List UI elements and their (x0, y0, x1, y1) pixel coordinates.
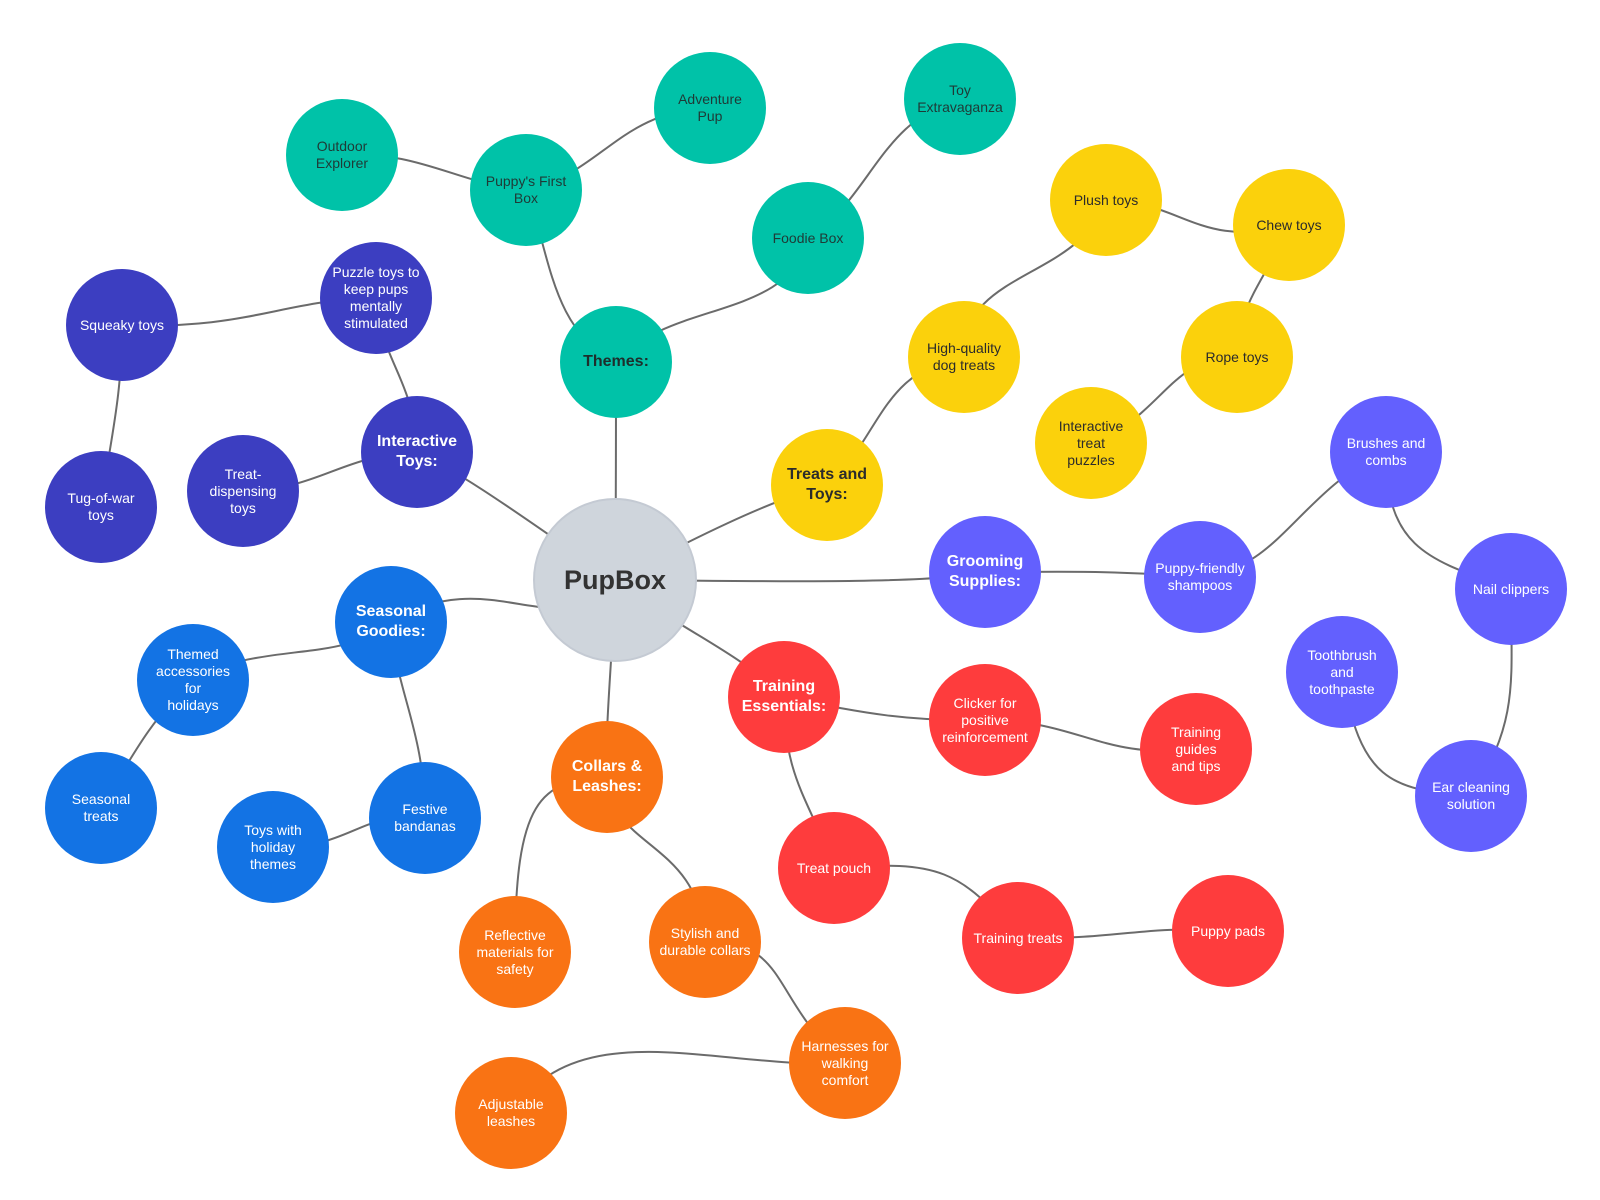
node-label: Nail clippers (1472, 580, 1550, 597)
node-label: Festive bandanas (394, 801, 456, 834)
leaf-node-puzzles[interactable]: Interactive treat puzzles (1035, 387, 1147, 499)
leaf-node-hq-treats[interactable]: High-quality dog treats (908, 301, 1020, 413)
leaf-node-squeaky[interactable]: Squeaky toys (66, 269, 178, 381)
node-label: Puppy pads (1191, 922, 1265, 939)
node-label: Themed accessories for holidays (156, 646, 230, 713)
leaf-node-adventure[interactable]: Adventure Pup (654, 52, 766, 164)
branch-node-treats[interactable]: Treats and Toys: (771, 429, 883, 541)
leaf-node-harnesses[interactable]: Harnesses for walking comfort (789, 1007, 901, 1119)
leaf-node-bandanas[interactable]: Festive bandanas (369, 762, 481, 874)
node-label: Harnesses for walking comfort (801, 1037, 889, 1088)
node-label: Toothbrush and toothpaste (1307, 646, 1377, 697)
leaf-node-puppys-first[interactable]: Puppy's First Box (470, 134, 582, 246)
node-label: Adventure Pup (678, 91, 742, 124)
node-label: Reflective materials for safety (476, 926, 554, 977)
node-label: Seasonal treats (71, 791, 131, 824)
node-label: Plush toys (1073, 191, 1139, 208)
node-label: Ear cleaning solution (1432, 779, 1510, 812)
leaf-node-ear[interactable]: Ear cleaning solution (1415, 740, 1527, 852)
node-label: Adjustable leashes (478, 1096, 544, 1129)
node-label: Treat pouch (796, 859, 872, 876)
node-label: Puppy's First Box (485, 173, 567, 206)
branch-node-themes[interactable]: Themes: (560, 306, 672, 418)
leaf-node-tug[interactable]: Tug-of-war toys (45, 451, 157, 563)
leaf-node-pads[interactable]: Puppy pads (1172, 875, 1284, 987)
branch-node-seasonal[interactable]: Seasonal Goodies: (335, 566, 447, 678)
leaf-node-holiday-toys[interactable]: Toys with holiday themes (217, 791, 329, 903)
node-label: Treat-dispensing toys (209, 465, 277, 516)
branch-node-training[interactable]: Training Essentials: (728, 641, 840, 753)
leaf-node-plush[interactable]: Plush toys (1050, 144, 1162, 256)
leaf-node-clicker[interactable]: Clicker for positive reinforcement (929, 664, 1041, 776)
node-label: Training Essentials: (741, 678, 827, 715)
node-label: Chew toys (1256, 216, 1322, 233)
node-label: Toys with holiday themes (244, 821, 302, 872)
branch-node-grooming[interactable]: Grooming Supplies: (929, 516, 1041, 628)
node-label: Training treats (973, 929, 1063, 946)
node-label: Toy Extravaganza (917, 82, 1003, 115)
node-label: Puzzle toys to keep pups mentally stimul… (332, 264, 420, 331)
node-label: Interactive treat puzzles (1058, 417, 1124, 468)
leaf-node-chew[interactable]: Chew toys (1233, 169, 1345, 281)
leaf-node-seasonal-treats[interactable]: Seasonal treats (45, 752, 157, 864)
node-label: Treats and Toys: (786, 466, 868, 503)
node-label: Interactive Toys: (376, 433, 458, 470)
node-label: High-quality dog treats (927, 340, 1001, 373)
leaf-node-nail[interactable]: Nail clippers (1455, 533, 1567, 645)
node-label: Seasonal Goodies: (355, 603, 427, 640)
node-label: Themes: (583, 353, 649, 370)
leaf-node-foodie[interactable]: Foodie Box (752, 182, 864, 294)
node-label: Stylish and durable collars (659, 925, 751, 958)
leaf-node-reflective[interactable]: Reflective materials for safety (459, 896, 571, 1008)
leaf-node-toothbrush[interactable]: Toothbrush and toothpaste (1286, 616, 1398, 728)
node-label: Outdoor Explorer (315, 138, 369, 171)
leaf-node-outdoor[interactable]: Outdoor Explorer (286, 99, 398, 211)
leaf-node-shampoos[interactable]: Puppy-friendly shampoos (1144, 521, 1256, 633)
root-node[interactable]: PupBox (533, 498, 697, 662)
leaf-node-toy-extra[interactable]: Toy Extravaganza (904, 43, 1016, 155)
leaf-node-puzzle-toys[interactable]: Puzzle toys to keep pups mentally stimul… (320, 242, 432, 354)
node-label: Rope toys (1205, 348, 1269, 365)
branch-node-interactive[interactable]: Interactive Toys: (361, 396, 473, 508)
node-label: Brushes and combs (1346, 435, 1426, 468)
node-label: Foodie Box (772, 229, 844, 246)
leaf-node-treat-disp[interactable]: Treat-dispensing toys (187, 435, 299, 547)
node-label: Grooming Supplies: (946, 553, 1024, 590)
leaf-node-training-treats[interactable]: Training treats (962, 882, 1074, 994)
leaf-node-stylish[interactable]: Stylish and durable collars (649, 886, 761, 998)
node-label: Squeaky toys (79, 316, 165, 333)
node-label: Tug-of-war toys (67, 490, 135, 523)
node-label: Puppy-friendly shampoos (1155, 560, 1245, 593)
leaf-node-leashes[interactable]: Adjustable leashes (455, 1057, 567, 1169)
leaf-node-brushes[interactable]: Brushes and combs (1330, 396, 1442, 508)
branch-node-collars[interactable]: Collars & Leashes: (551, 721, 663, 833)
leaf-node-rope[interactable]: Rope toys (1181, 301, 1293, 413)
leaf-node-pouch[interactable]: Treat pouch (778, 812, 890, 924)
node-label: PupBox (563, 565, 666, 595)
node-label: Clicker for positive reinforcement (942, 694, 1028, 745)
leaf-node-guides[interactable]: Training guides and tips (1140, 693, 1252, 805)
node-label: Collars & Leashes: (571, 758, 643, 795)
node-label: Training guides and tips (1170, 723, 1222, 774)
leaf-node-themed-acc[interactable]: Themed accessories for holidays (137, 624, 249, 736)
